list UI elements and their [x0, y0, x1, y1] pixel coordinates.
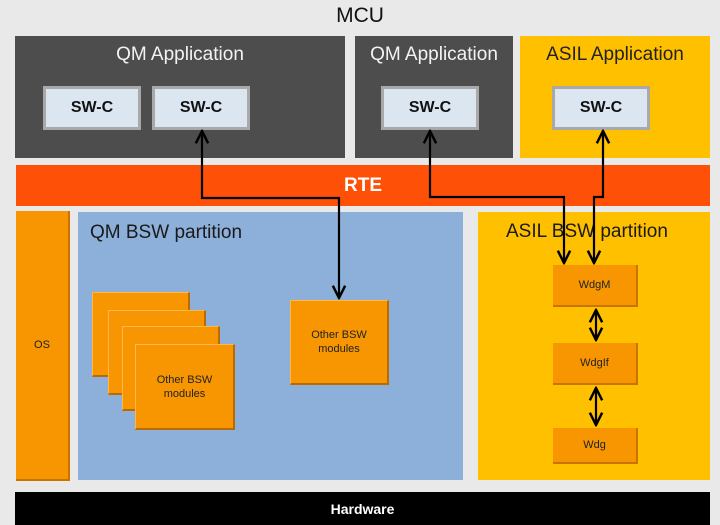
wdg-module[interactable]: Wdg — [553, 428, 638, 464]
qm-application-1-title: QM Application — [116, 44, 244, 65]
wdgif-module[interactable]: WdgIf — [553, 343, 638, 385]
rte-label: RTE — [344, 174, 382, 196]
qm-bsw-partition-title: QM BSW partition — [90, 222, 243, 243]
asil-application-title: ASIL Application — [546, 44, 684, 65]
other-bsw-modules[interactable]: Other BSW modules — [290, 300, 389, 385]
os-label: OS — [34, 339, 50, 351]
swc-box[interactable]: SW-C — [381, 86, 479, 130]
hardware-bar: Hardware — [15, 492, 710, 525]
other-bsw-modules-stack[interactable]: Other BSW modules — [135, 344, 235, 430]
hardware-label: Hardware — [330, 500, 395, 517]
swc-box[interactable]: SW-C — [552, 86, 650, 130]
rte-bar: RTE — [16, 165, 710, 206]
qm-application-1: QM Application SW-C SW-C — [15, 36, 345, 158]
asil-bsw-partition-title: ASIL BSW partition — [506, 221, 668, 242]
os-block: OS — [16, 211, 70, 481]
mcu-title: MCU — [336, 4, 384, 27]
wdgm-module[interactable]: WdgM — [553, 265, 638, 307]
qm-application-2: QM Application SW-C — [355, 36, 513, 158]
swc-box[interactable]: SW-C — [152, 86, 250, 130]
qm-application-2-title: QM Application — [370, 44, 498, 65]
asil-application: ASIL Application SW-C — [520, 36, 710, 158]
swc-box[interactable]: SW-C — [43, 86, 141, 130]
